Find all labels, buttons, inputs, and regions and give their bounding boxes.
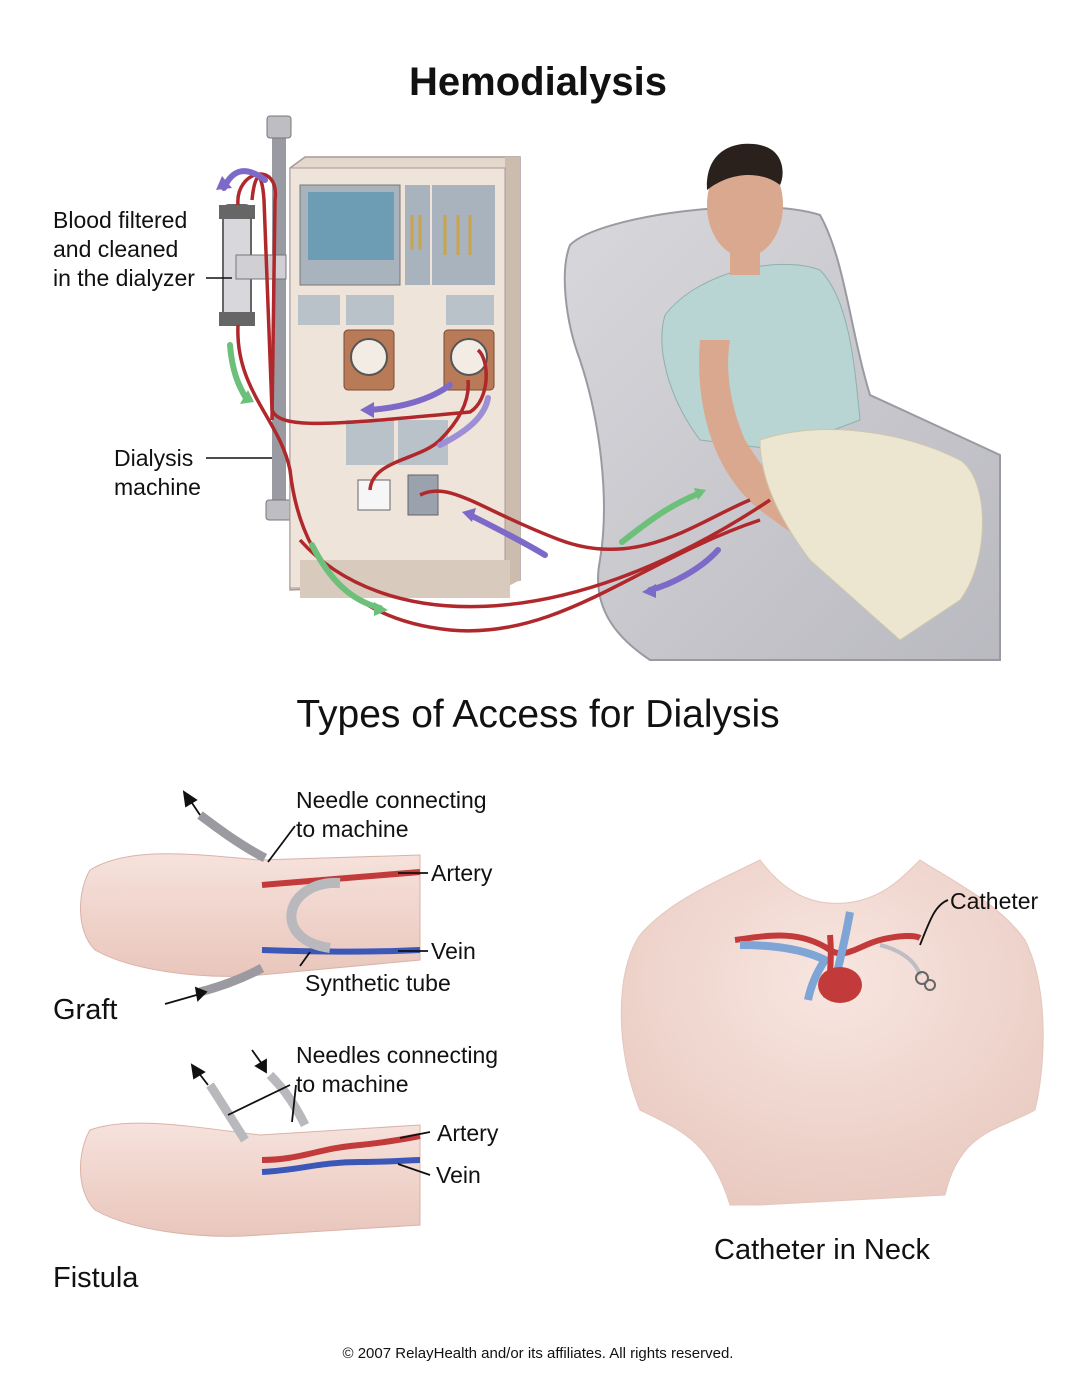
fistula-artery-label: Artery xyxy=(437,1118,498,1148)
fistula-heading: Fistula xyxy=(53,1262,138,1295)
machine-label-line1: Dialysis xyxy=(114,443,193,473)
graft-heading: Graft xyxy=(53,994,117,1027)
page-title: Hemodialysis xyxy=(0,60,1076,105)
catheter-caption: Catheter in Neck xyxy=(714,1234,930,1267)
fistula-needle-label-line2: to machine xyxy=(296,1069,409,1099)
dialyzer-label-line2: and cleaned xyxy=(53,234,178,264)
graft-needle-label-line2: to machine xyxy=(296,814,409,844)
access-section-title: Types of Access for Dialysis xyxy=(0,693,1076,737)
fistula-vein-label: Vein xyxy=(436,1160,481,1190)
graft-artery-label: Artery xyxy=(431,858,492,888)
catheter-label: Catheter xyxy=(950,886,1038,916)
machine-label-line2: machine xyxy=(114,472,201,502)
fistula-needle-label-line1: Needles connecting xyxy=(296,1040,498,1070)
dialyzer-label-line3: in the dialyzer xyxy=(53,263,195,293)
graft-vein-label: Vein xyxy=(431,936,476,966)
graft-needle-label-line1: Needle connecting xyxy=(296,785,487,815)
copyright-notice: © 2007 RelayHealth and/or its affiliates… xyxy=(0,1345,1076,1362)
graft-tube-label: Synthetic tube xyxy=(305,968,451,998)
dialyzer-label-line1: Blood filtered xyxy=(53,205,187,235)
fistula-arm xyxy=(80,1075,420,1236)
